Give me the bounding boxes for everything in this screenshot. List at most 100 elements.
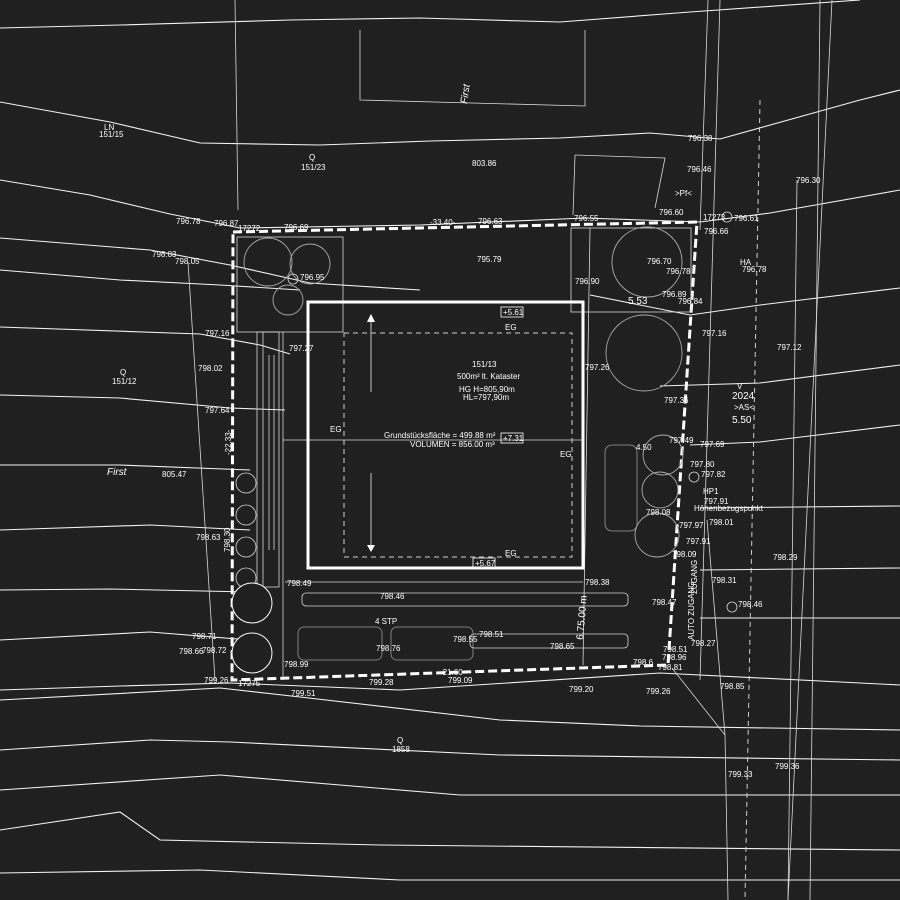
- elevation-label: 798.47: [652, 598, 677, 607]
- tree-icon: [642, 434, 684, 476]
- elevation-label: 796.63: [478, 217, 503, 226]
- cadastre-area: 500m² lt. Kataster: [457, 372, 520, 381]
- dimension-label: 5.50: [732, 415, 752, 426]
- elevation-label: 797.27: [289, 344, 314, 353]
- height-hg: HG H=805,90m: [459, 385, 515, 394]
- elevation-label: 798.55: [453, 635, 478, 644]
- elevation-label: 798.99: [284, 660, 309, 669]
- elevation-label: 797.64: [205, 406, 230, 415]
- elevation-label: 796.78: [176, 217, 201, 226]
- elevation-label: 796.70: [647, 257, 672, 266]
- elevation-label: 799.36: [775, 762, 800, 771]
- annotations: First First LN 151/15 Q 151/23 Q 151/12 …: [99, 82, 764, 754]
- elevation-label: 796.60: [659, 208, 684, 217]
- elevation-label: 798.08: [646, 508, 671, 517]
- elevation-label: 798.27: [691, 639, 716, 648]
- tree-icon: [634, 512, 680, 558]
- elevation-label: 799.20: [569, 685, 594, 694]
- access-label: ZUGANG: [690, 560, 699, 594]
- elevation-label: 803.86: [472, 159, 497, 168]
- elevation-label: 796.69: [284, 223, 309, 232]
- building-inner-outline: [343, 332, 573, 558]
- elevation-label: 796.46: [687, 165, 712, 174]
- elevation-label: 796.61: [734, 214, 759, 223]
- eg-label: EG: [560, 450, 572, 459]
- tree-icon: [272, 284, 304, 316]
- dimension-label: -21.60-: [440, 668, 466, 677]
- car-icon: [390, 626, 474, 661]
- eg-label: EG: [505, 549, 517, 558]
- tree-icon: [243, 237, 293, 287]
- elevation-label: 798.66: [179, 647, 204, 656]
- arrow-up-icon: [367, 314, 375, 322]
- parcel-number: 151/13: [472, 360, 497, 369]
- elevation-label: 797.91: [686, 537, 711, 546]
- map-label: Höhenbezugspunkt: [694, 504, 764, 513]
- elevation-label: 798.02: [198, 364, 223, 373]
- level-top: +5.61: [503, 308, 524, 317]
- land-use-label: LN: [104, 123, 114, 132]
- ridge-label: First: [107, 467, 128, 478]
- elevation-label: 798.30: [223, 527, 232, 552]
- parcel-label: 151/15: [99, 130, 124, 139]
- elevation-label: 796.78: [666, 267, 691, 276]
- access-label: AUTO ZUGANG: [687, 581, 696, 640]
- elevation-label: 797.26: [585, 363, 610, 372]
- elevation-label: 796.38: [688, 134, 713, 143]
- dimension-label: 4.50: [636, 443, 652, 452]
- elevation-label: 798.46: [738, 600, 763, 609]
- map-label: V: [737, 382, 743, 391]
- dimension-label: 5.53: [628, 296, 648, 307]
- elevation-label: 798.72: [202, 646, 227, 655]
- roads-and-parcels: [187, 0, 833, 900]
- elevation-label: 798.05: [175, 257, 200, 266]
- dimension-label: -22.33-: [224, 429, 233, 455]
- elevation-label: 797.36: [664, 396, 689, 405]
- elevation-label: 796.66: [704, 227, 729, 236]
- map-label: HP1: [703, 487, 719, 496]
- elevation-points: 803.86 796.38 796.46 796.30 796.78 796.87 796.…: [152, 134, 821, 779]
- elevation-label: 795.79: [477, 255, 502, 264]
- elevation-label: 798.85: [720, 682, 745, 691]
- map-label: >Pf<: [675, 189, 692, 198]
- elevation-label: 797.69: [700, 440, 725, 449]
- elevation-label: 798.65: [550, 642, 575, 651]
- elevation-label: 797.16: [702, 329, 727, 338]
- elevation-label: 796.87: [214, 219, 239, 228]
- land-use-label: Q: [120, 368, 126, 377]
- tree-icon: [611, 226, 683, 298]
- map-label: >AS<: [734, 403, 754, 412]
- parcel-label: 151/23: [301, 163, 326, 172]
- elevation-label: 805.47: [162, 470, 187, 479]
- elevation-label: 796.78: [742, 265, 767, 274]
- elevation-label: 798.76: [376, 644, 401, 653]
- eg-label: EG: [330, 425, 342, 434]
- tree-icon: [641, 471, 679, 509]
- elevation-label: 796.95: [300, 273, 325, 282]
- elevation-label: 798.38: [585, 578, 610, 587]
- elevation-label: 797.12: [777, 343, 802, 352]
- elevation-label: 799.28: [369, 678, 394, 687]
- elevation-label: 797.97: [679, 521, 704, 530]
- land-use-label: Q: [309, 153, 315, 162]
- dimension-label: -33.40-: [430, 218, 456, 227]
- elevation-label: 798.71: [192, 632, 217, 641]
- elevation-label: 799.09: [448, 676, 473, 685]
- parcel-label: 1858: [392, 745, 410, 754]
- elevation-label: 796.30: [796, 176, 821, 185]
- point-number: 17272: [238, 224, 261, 233]
- elevation-label: 798.63: [196, 533, 221, 542]
- elevation-label: 796.84: [678, 297, 703, 306]
- elevation-label: 799.26: [204, 676, 229, 685]
- tree-icon: [289, 243, 331, 285]
- elevation-label: 798.96: [662, 653, 687, 662]
- elevation-label: 798.09: [672, 550, 697, 559]
- elevation-label: 797.16: [205, 329, 230, 338]
- point-number: 17273: [703, 213, 726, 222]
- elevation-label: 798.03: [152, 250, 177, 259]
- elevation-label: 798.6: [633, 658, 654, 667]
- elevation-label: 798.51: [479, 630, 504, 639]
- elevation-label: 798.46: [380, 592, 405, 601]
- level-mid: +7.31: [503, 434, 524, 443]
